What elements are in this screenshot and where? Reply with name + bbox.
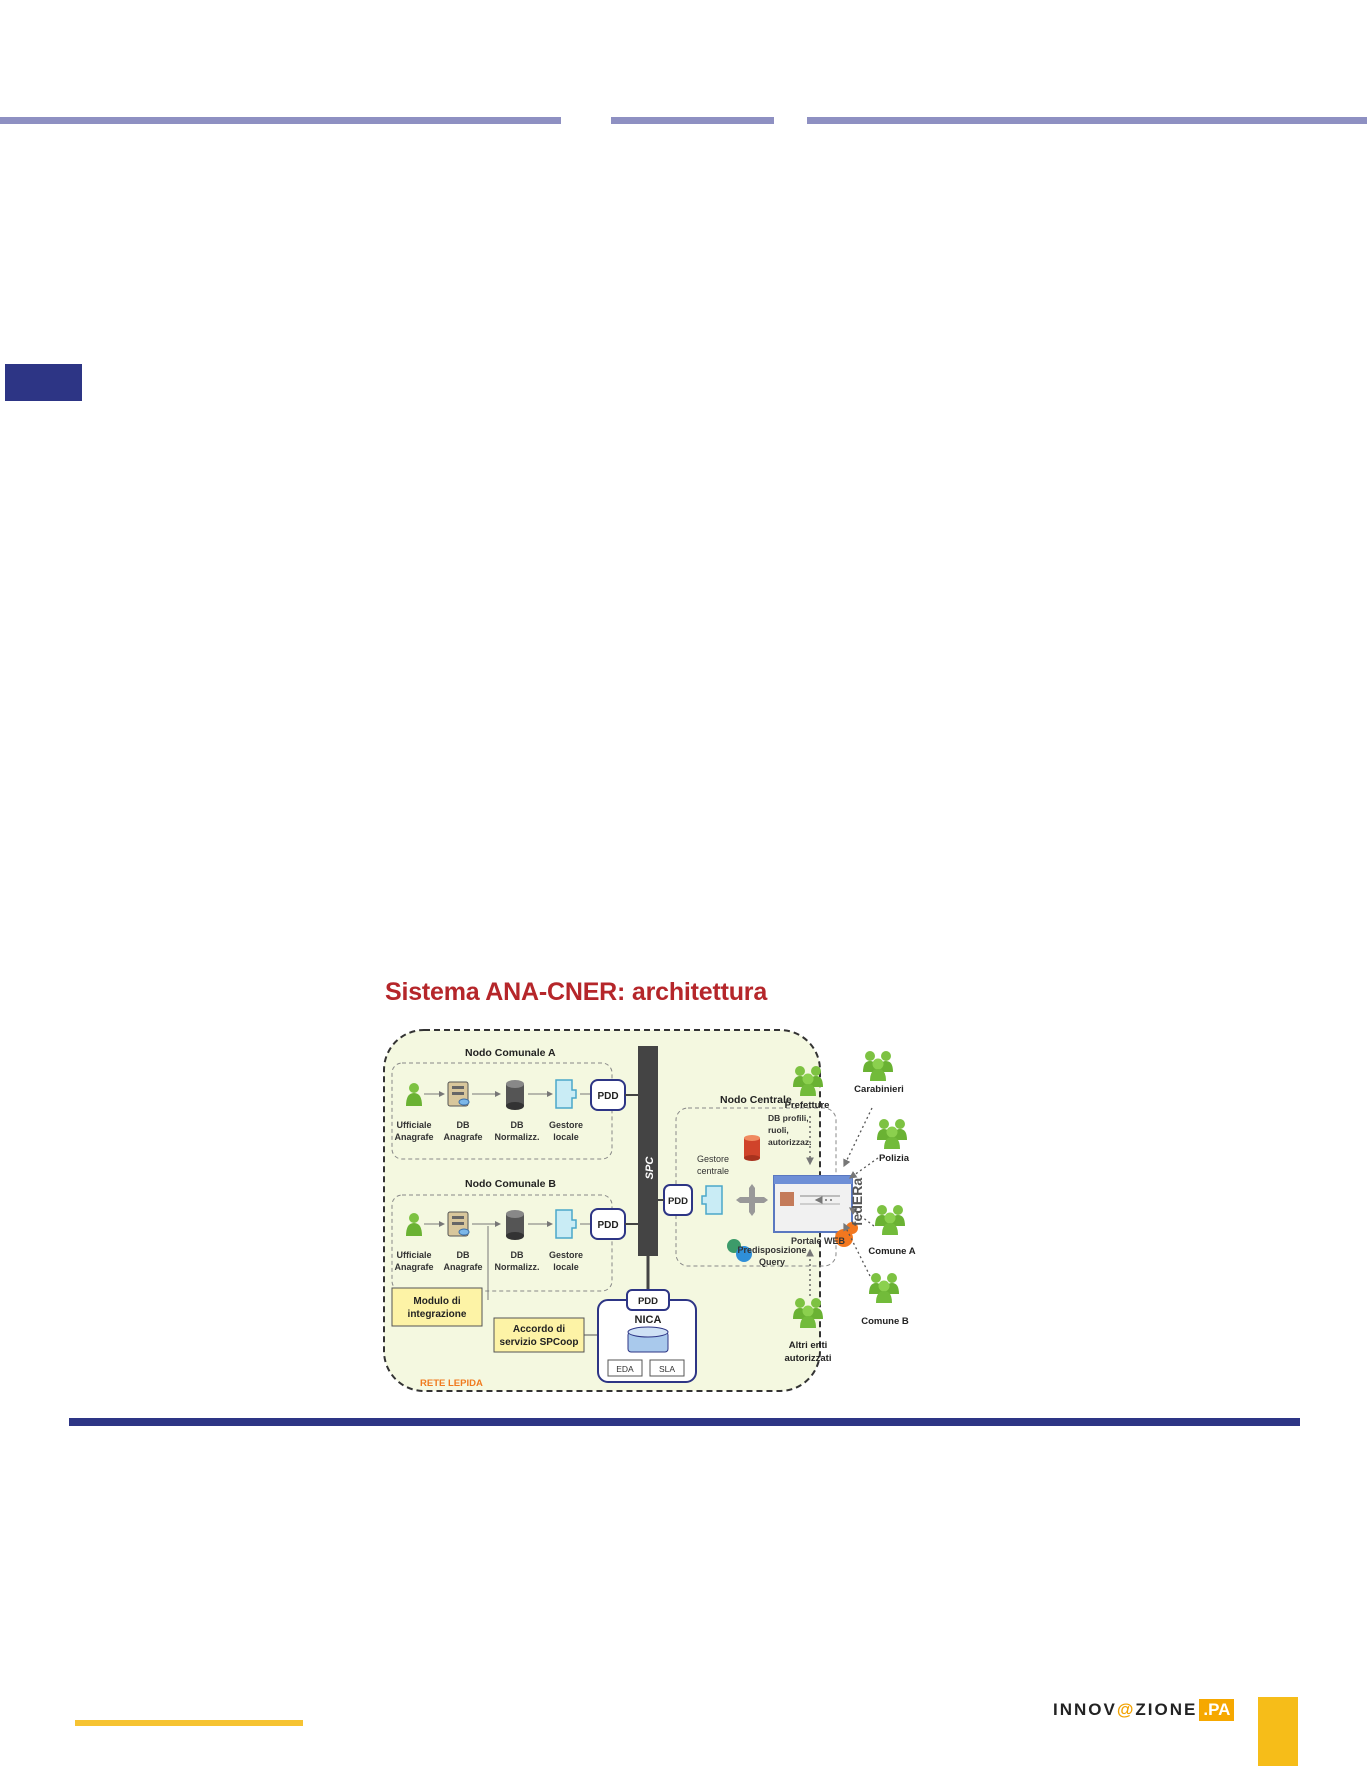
label: Portale WEB <box>791 1236 846 1246</box>
logo-pa: .PA <box>1199 1699 1235 1721</box>
label: Prefetture <box>785 1100 830 1111</box>
federa-logo: fedERa <box>849 1178 865 1226</box>
server-icon <box>447 1211 470 1237</box>
page-corner-tab <box>1258 1697 1298 1766</box>
label: Anagrafe <box>443 1132 482 1142</box>
label: DB profili, <box>768 1113 809 1123</box>
nodo-b-title: Nodo Comunale B <box>465 1178 556 1190</box>
pdd-label: PDD <box>638 1296 658 1307</box>
database-icon <box>506 1210 524 1240</box>
label: autorizzati <box>785 1353 832 1364</box>
spc-bar <box>638 1046 658 1256</box>
label: DB <box>457 1250 470 1260</box>
network-label: RETE LEPIDA <box>420 1378 483 1389</box>
header-rule-left <box>0 117 561 124</box>
nodo-centrale-title: Nodo Centrale <box>720 1094 792 1106</box>
label: Normalizz. <box>494 1262 539 1272</box>
nica-title: NICA <box>635 1314 662 1326</box>
pdd-label: PDD <box>597 1220 618 1231</box>
label: Anagrafe <box>443 1262 482 1272</box>
label: integrazione <box>408 1309 467 1320</box>
label: servizio SPCoop <box>500 1337 579 1348</box>
label: Ufficiale <box>396 1250 431 1260</box>
label: Query <box>759 1257 785 1267</box>
label: ruoli, <box>768 1125 789 1135</box>
label: Ufficiale <box>396 1120 431 1130</box>
label: Modulo di <box>413 1296 460 1307</box>
logo-middle: ZIONE <box>1135 1700 1198 1719</box>
label: Anagrafe <box>394 1132 433 1142</box>
label: Anagrafe <box>394 1262 433 1272</box>
nodo-a-title: Nodo Comunale A <box>465 1047 556 1059</box>
label: Normalizz. <box>494 1132 539 1142</box>
label: Gestore <box>697 1154 729 1164</box>
label: DB <box>511 1250 524 1260</box>
label: DB <box>457 1120 470 1130</box>
label: centrale <box>697 1166 729 1176</box>
label: EDA <box>616 1364 634 1374</box>
label: DB <box>511 1120 524 1130</box>
header-rule-middle <box>611 117 774 124</box>
label: Predisposizione <box>737 1245 806 1255</box>
label: locale <box>553 1132 579 1142</box>
logo-at: @ <box>1116 1700 1136 1719</box>
label: Polizia <box>879 1153 910 1164</box>
label: autorizzaz. <box>768 1137 811 1147</box>
architecture-figure: Sistema ANA-CNER: architettura <box>370 968 1000 1408</box>
architecture-diagram: Nodo Comunale A Nodo Comunale B Ufficial… <box>383 1029 916 1392</box>
label: Altri enti <box>789 1340 828 1351</box>
pdd-label: PDD <box>668 1196 688 1207</box>
figure-title: Sistema ANA-CNER: architettura <box>385 978 768 1006</box>
footer-accent-line <box>75 1720 303 1726</box>
database-icon <box>506 1080 524 1110</box>
label: Comune A <box>868 1246 915 1257</box>
label: Gestore <box>549 1120 583 1130</box>
label: Accordo di <box>513 1324 565 1335</box>
server-icon <box>447 1081 470 1107</box>
label: Carabinieri <box>854 1084 904 1095</box>
section-marker <box>5 364 82 401</box>
nodo-b-box <box>391 1194 613 1292</box>
logo-prefix: INNOV <box>1053 1700 1117 1719</box>
label: SLA <box>659 1364 675 1374</box>
pdd-label: PDD <box>597 1091 618 1102</box>
spc-label: SPC <box>644 1156 656 1180</box>
label: Comune B <box>861 1316 909 1327</box>
bottom-rule <box>69 1418 1300 1426</box>
label: locale <box>553 1262 579 1272</box>
label: Gestore <box>549 1250 583 1260</box>
header-rule-right <box>807 117 1367 124</box>
innovazione-pa-logo: INNOV@ZIONE.PA <box>1053 1698 1235 1722</box>
